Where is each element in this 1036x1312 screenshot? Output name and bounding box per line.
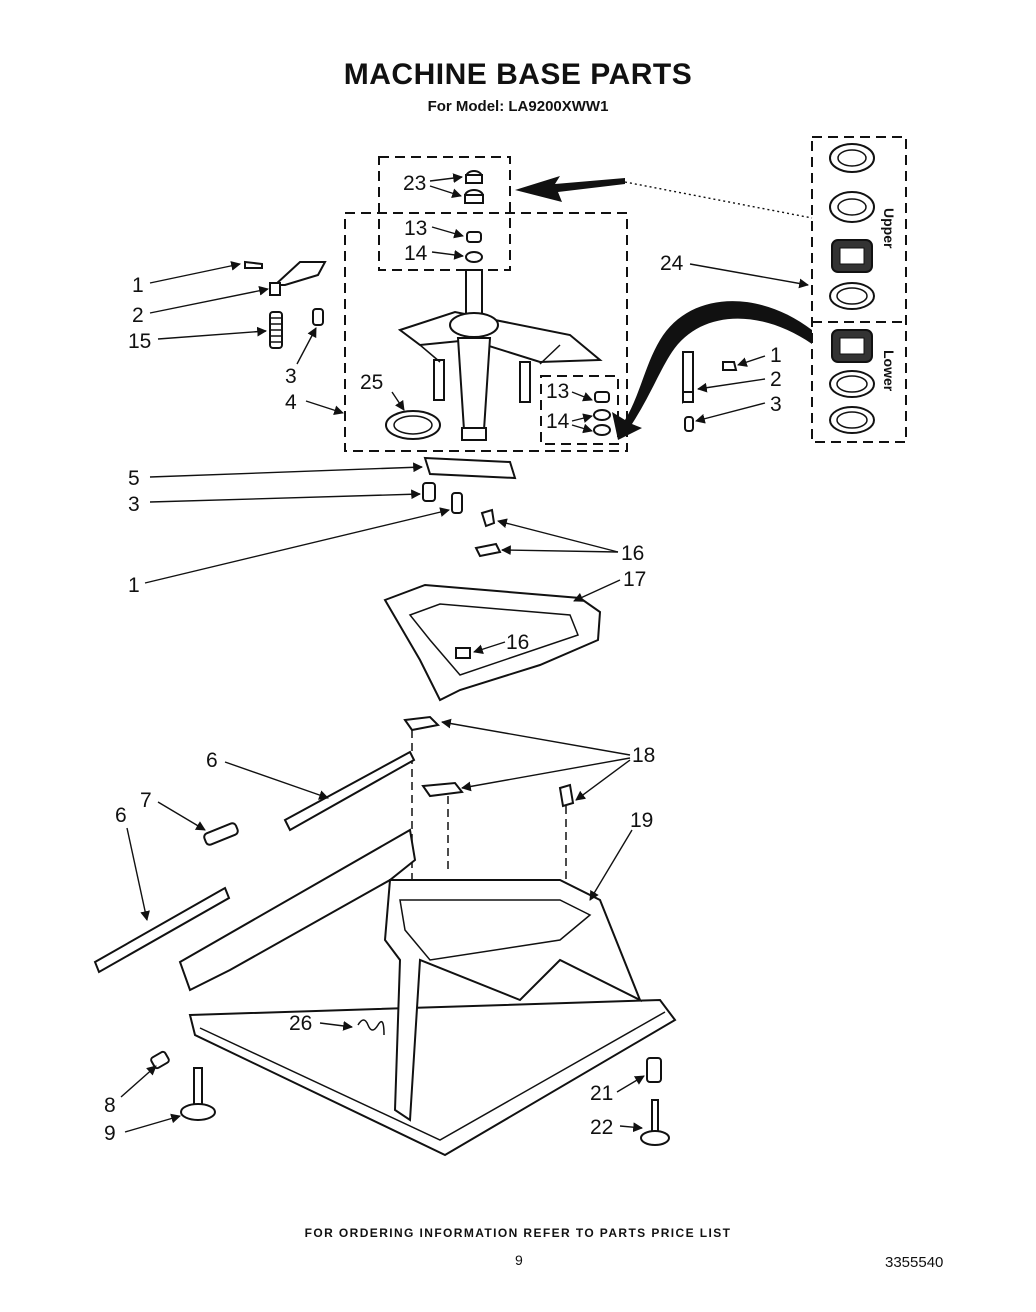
bushing-23-pair (464, 170, 484, 204)
foot-22 (640, 1099, 670, 1146)
frame-17-inner (408, 603, 579, 676)
dotted-leader-24 (624, 181, 813, 219)
callout-13-top: 13 (404, 217, 427, 240)
callout-1-left: 1 (132, 274, 144, 297)
clip-18-c (558, 783, 575, 808)
bearing-kit-box (811, 136, 907, 443)
upper-label: Upper (881, 208, 897, 249)
callout-25: 25 (360, 371, 383, 394)
upper-bearing-stack (829, 143, 875, 310)
clip-18-a (403, 715, 441, 732)
callout-13-lower: 13 (546, 380, 569, 403)
clip-18-b (421, 781, 464, 798)
callout-8: 8 (104, 1094, 116, 1117)
lower-label: Lower (881, 350, 897, 392)
frame-17 (383, 583, 602, 702)
callout-21: 21 (590, 1082, 613, 1105)
callout-2-right: 2 (770, 368, 782, 391)
callout-2-left: 2 (132, 304, 144, 327)
callout-5: 5 (128, 467, 140, 490)
callout-6-left: 6 (115, 804, 127, 827)
transmission-group-box (344, 212, 628, 452)
snubber-hardware-left (244, 260, 327, 349)
callout-14-top: 14 (404, 242, 428, 265)
lower-bushing-box (540, 375, 619, 445)
bolt-1-lower (451, 492, 463, 514)
part-21 (646, 1057, 662, 1083)
callout-19: 19 (630, 809, 653, 832)
big-arrow-top (515, 176, 625, 202)
clip-16-a (480, 508, 496, 528)
rail-6-left (93, 886, 231, 974)
callout-9: 9 (104, 1122, 116, 1145)
lower-bushings-13-14 (593, 391, 611, 436)
spring-7 (203, 822, 239, 846)
callout-22: 22 (590, 1116, 613, 1139)
callout-24: 24 (660, 252, 684, 275)
page-title: MACHINE BASE PARTS (343, 58, 693, 91)
lower-bearing-stack (829, 329, 875, 434)
callout-18: 18 (632, 744, 655, 767)
base-frame-19 (178, 828, 677, 1157)
callout-1-right: 1 (770, 344, 782, 367)
callout-16-bottom: 16 (506, 631, 529, 654)
callout-3-right: 3 (770, 393, 782, 416)
curved-arrow (612, 301, 812, 440)
spring-3-lower (422, 482, 436, 502)
callout-4: 4 (285, 391, 297, 414)
transmission-assembly (397, 269, 603, 441)
clip-16-c (455, 647, 471, 659)
document-number: 3355540 (885, 1254, 944, 1271)
callout-14-lower: 14 (546, 410, 570, 433)
bracket-5 (423, 456, 517, 480)
callout-17: 17 (623, 568, 646, 591)
callout-3-upper: 3 (285, 365, 297, 388)
clip-16-b (474, 542, 502, 558)
model-subtitle: For Model: LA9200XWW1 (427, 98, 609, 115)
callout-23: 23 (403, 172, 426, 195)
callout-7: 7 (140, 789, 152, 812)
part-8 (150, 1050, 170, 1070)
leader-lines (120, 173, 809, 1133)
spring-26 (357, 1019, 385, 1036)
foot-9 (180, 1067, 216, 1121)
callout-16-top: 16 (621, 542, 644, 565)
bushing-25 (385, 410, 441, 440)
callout-15: 15 (128, 330, 151, 353)
callout-26: 26 (289, 1012, 312, 1035)
callout-1-lower: 1 (128, 574, 140, 597)
ordering-note: FOR ORDERING INFORMATION REFER TO PARTS … (304, 1226, 732, 1240)
page-number: 9 (515, 1252, 523, 1268)
spring-3-top (312, 308, 324, 326)
rail-6-top (283, 750, 416, 832)
callout-6-top: 6 (206, 749, 218, 772)
snubber-hardware-right (682, 351, 738, 432)
bushing-group-box (378, 156, 511, 271)
callout-3-lower: 3 (128, 493, 140, 516)
bushing-13-14 (465, 231, 483, 263)
